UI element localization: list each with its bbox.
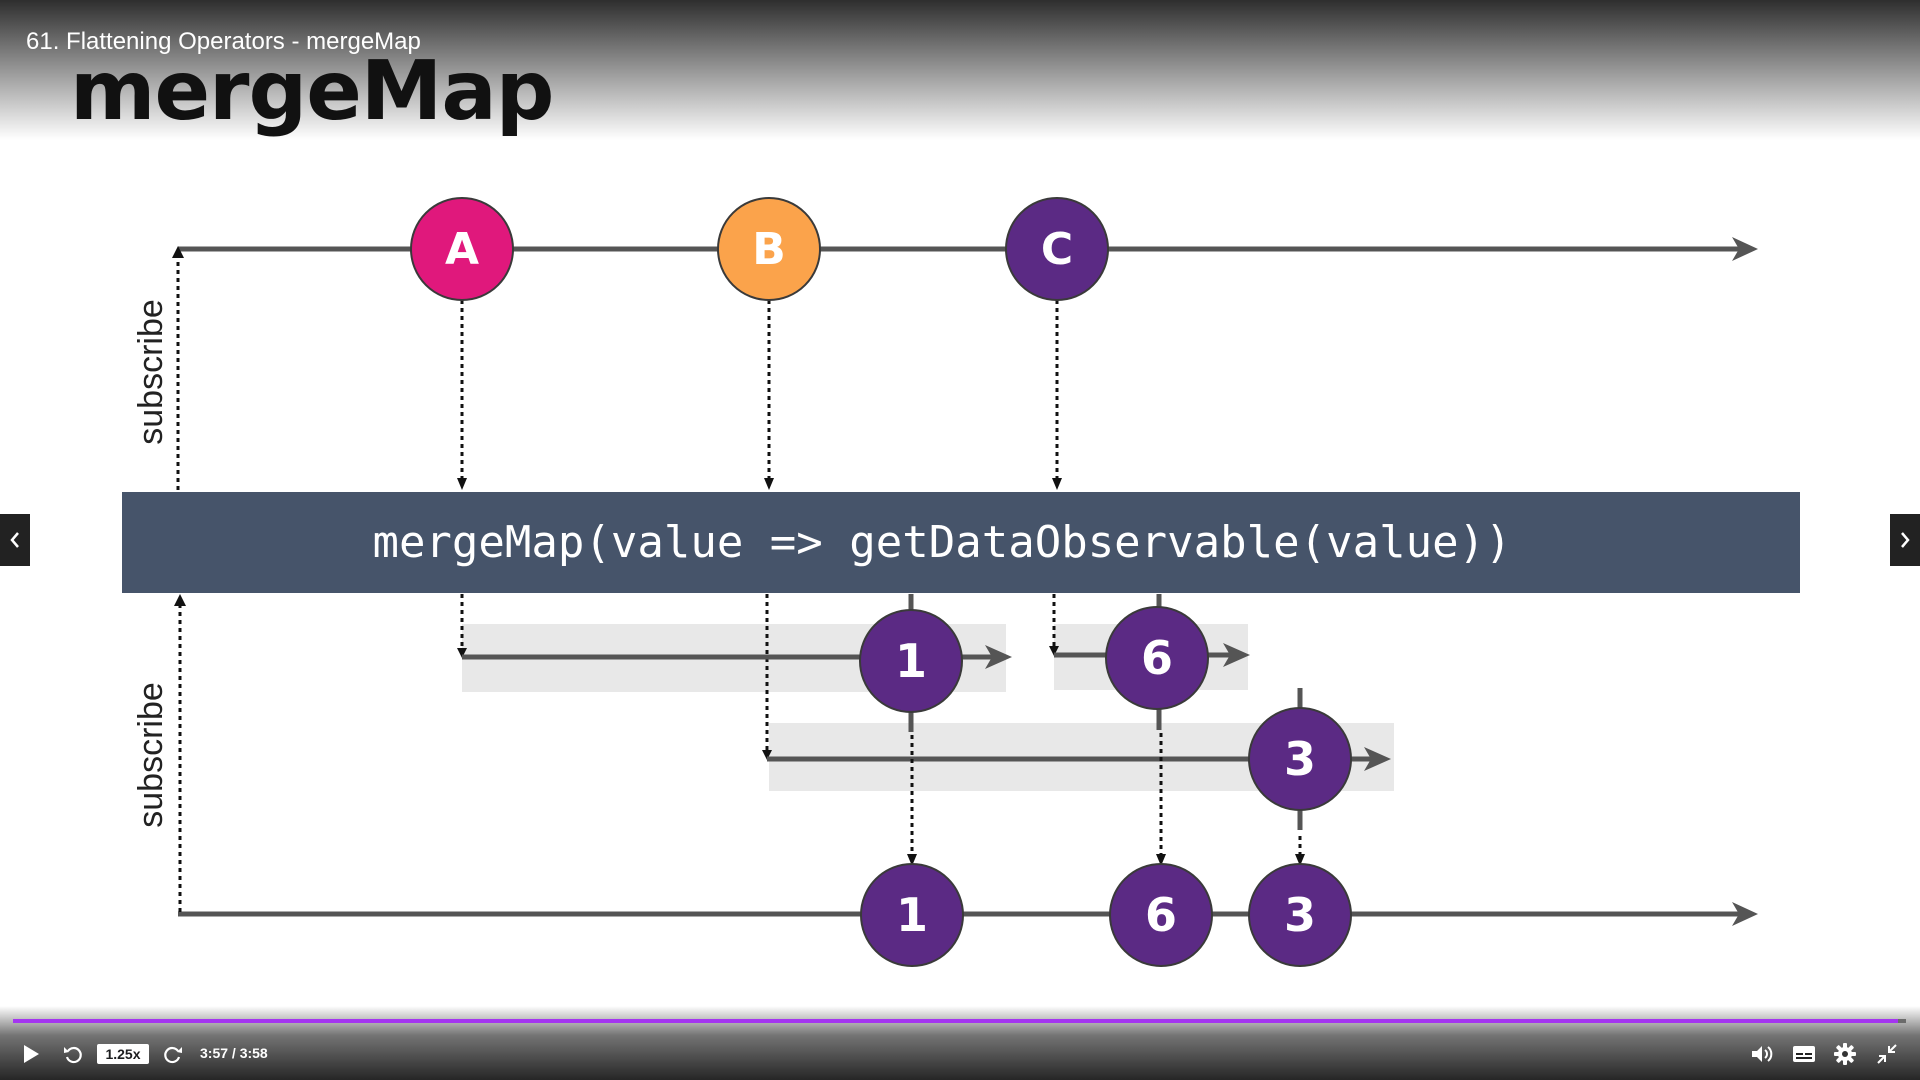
progress-fill [13, 1019, 1899, 1023]
inner-start-arrow-a [457, 594, 467, 658]
svg-text:6: 6 [1145, 888, 1177, 942]
play-icon [24, 1045, 39, 1063]
playback-speed-button[interactable]: 1.25x [97, 1044, 149, 1064]
subscribe-arrow-bottom [174, 594, 186, 912]
source-marble-a: A [410, 197, 514, 301]
inner-start-arrow-c [1049, 594, 1059, 656]
volume-button[interactable] [1749, 1041, 1775, 1067]
fullscreen-exit-icon [1877, 1044, 1897, 1064]
captions-icon [1793, 1046, 1815, 1062]
nav-prev-icon [10, 532, 19, 548]
svg-text:1: 1 [896, 888, 928, 942]
subscribe-label-top: subscribe [132, 299, 170, 445]
inner-start-arrow-b [762, 594, 772, 760]
settings-button[interactable] [1832, 1041, 1858, 1067]
emission-arrow-a [457, 300, 467, 490]
slide-title: mergeMap [70, 44, 554, 139]
exit-fullscreen-button[interactable] [1874, 1041, 1900, 1067]
captions-button[interactable] [1790, 1041, 1818, 1067]
settings-icon [1834, 1043, 1856, 1065]
rewind-button[interactable] [60, 1041, 86, 1067]
subscribe-label-bottom: subscribe [132, 682, 170, 828]
svg-text:6: 6 [1141, 631, 1173, 685]
source-marble-c: C [1005, 197, 1109, 301]
source-marble-b: B [717, 197, 821, 301]
output-arrow-6 [1156, 733, 1166, 866]
output-marble-1: 1 [860, 863, 964, 967]
output-arrow-3 [1295, 836, 1305, 866]
emission-arrow-c [1052, 300, 1062, 490]
output-arrow-1 [907, 735, 917, 866]
emission-arrow-b [764, 300, 774, 490]
output-timeline [178, 902, 1758, 926]
lecture-title: 61. Flattening Operators - mergeMap [26, 28, 421, 55]
svg-text:3: 3 [1284, 732, 1316, 786]
svg-text:3: 3 [1284, 888, 1316, 942]
previous-lecture-button[interactable] [0, 514, 30, 566]
output-marble-3: 3 [1248, 863, 1352, 967]
svg-text:B: B [752, 224, 786, 275]
forward-icon [164, 1046, 182, 1064]
next-lecture-button[interactable] [1890, 514, 1920, 566]
inner-marble-6: 6 [1105, 606, 1209, 710]
svg-text:1: 1 [895, 634, 927, 688]
forward-button[interactable] [160, 1041, 186, 1067]
time-readout: 3:57 / 3:58 [200, 1045, 268, 1061]
svg-text:C: C [1041, 224, 1073, 275]
subscribe-arrow-top [172, 246, 184, 490]
rewind-icon [64, 1046, 82, 1064]
svg-text:A: A [445, 224, 479, 275]
operator-box: mergeMap(value => getDataObservable(valu… [122, 492, 1800, 593]
inner-marble-3: 3 [1248, 707, 1352, 811]
nav-next-icon [1901, 532, 1910, 548]
output-marble-6: 6 [1109, 863, 1213, 967]
operator-label: mergeMap(value => getDataObservable(valu… [372, 517, 1511, 568]
volume-icon [1752, 1046, 1773, 1062]
inner-marble-1: 1 [859, 609, 963, 713]
player-controls-bar [0, 1006, 1920, 1080]
play-button[interactable] [18, 1041, 44, 1067]
progress-bar[interactable] [13, 1019, 1906, 1023]
